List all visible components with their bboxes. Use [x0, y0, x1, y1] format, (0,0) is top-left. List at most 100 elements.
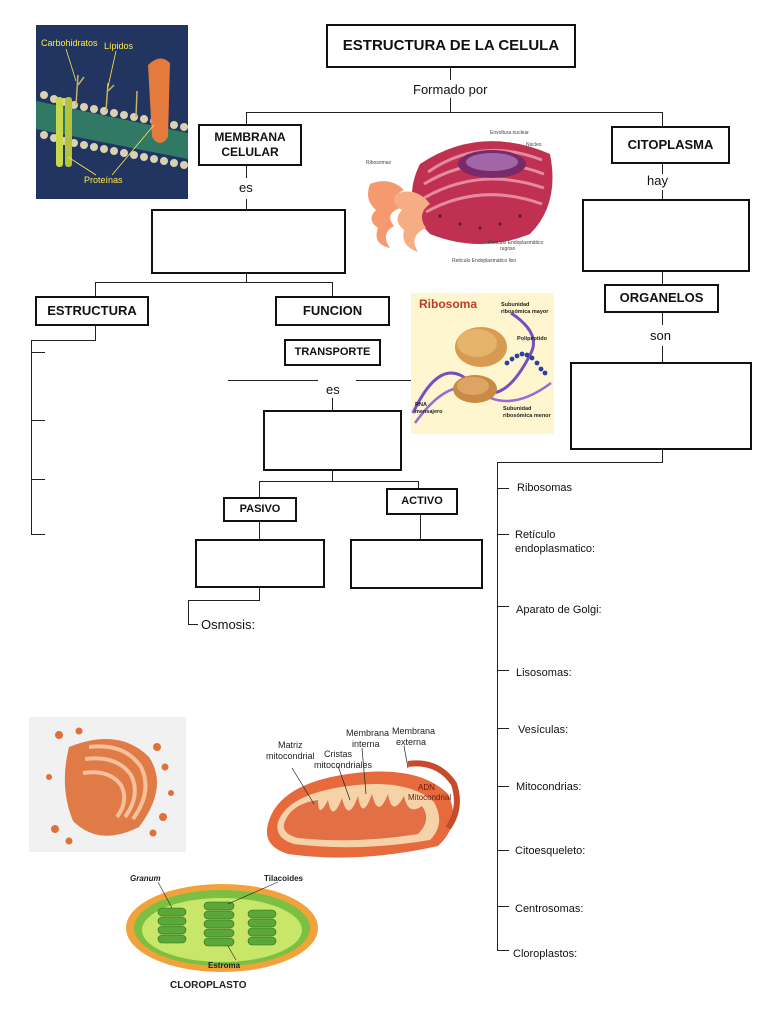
- organelos-label: ORGANELOS: [619, 290, 704, 306]
- connector: [332, 398, 333, 410]
- connector: [95, 326, 96, 340]
- estructura-label: ESTRUCTURA: [47, 302, 137, 318]
- connector: [259, 481, 419, 482]
- link-hay: hay: [647, 173, 668, 188]
- organelos-answer-box[interactable]: [570, 362, 752, 450]
- list-item: Ribosomas: [517, 482, 573, 494]
- connector: [246, 166, 247, 178]
- er-label-rel: Retículo Endoplasmático liso: [452, 258, 516, 264]
- connector: [259, 588, 260, 600]
- link-es-membrana: es: [239, 180, 253, 195]
- mito-label-cristas-1: Cristas: [324, 749, 353, 759]
- pasivo-box: PASIVO: [223, 497, 297, 522]
- membrane-illustration: Carbohidratos Lípidos Proteínas: [36, 25, 188, 199]
- connector: [450, 98, 451, 112]
- ribosome-rna-2: mensajero: [415, 409, 443, 415]
- connector: [662, 346, 663, 362]
- connector: [497, 728, 509, 729]
- ribosome-title: Ribosoma: [419, 297, 477, 311]
- connector: [188, 600, 260, 601]
- transporte-label: TRANSPORTE: [294, 345, 371, 358]
- connector: [188, 624, 198, 625]
- connector: [31, 340, 96, 341]
- chloro-label-granum: Granum: [130, 874, 161, 883]
- membrana-label-1: MEMBRANA: [214, 130, 286, 144]
- connector: [450, 68, 451, 80]
- funcion-box: FUNCION: [275, 296, 390, 326]
- organelos-box: ORGANELOS: [604, 284, 719, 313]
- connector: [188, 600, 189, 624]
- list-item: Retículo endoplasmatico:: [515, 529, 596, 556]
- er-illustration: Envoltura nuclear Núcleo Ribosomas Retíc…: [360, 124, 560, 268]
- page-title: ESTRUCTURA DE LA CELULA: [342, 36, 560, 54]
- activo-label: ACTIVO: [401, 494, 443, 507]
- activo-answer-box[interactable]: [350, 539, 483, 589]
- transporte-answer-box[interactable]: [263, 410, 402, 471]
- connector: [31, 479, 45, 480]
- mitochondria-illustration: Matriz mitocondrial Cristas mitocondrial…: [258, 724, 464, 864]
- ribosome-mayor-1: Subunidad: [501, 302, 529, 308]
- connector: [246, 112, 247, 124]
- connector: [662, 112, 663, 126]
- ribosome-menor-1: Subunidad: [503, 406, 531, 412]
- connector: [95, 282, 333, 283]
- connector: [497, 786, 509, 787]
- er-label-ribosomas: Ribosomas: [366, 160, 392, 166]
- connector: [497, 462, 663, 463]
- connector: [662, 272, 663, 284]
- connector: [497, 488, 509, 489]
- citoplasma-box: CITOPLASMA: [611, 126, 730, 164]
- membrana-box: MEMBRANA CELULAR: [198, 124, 302, 166]
- mito-label-adn-1: ADN: [418, 783, 435, 792]
- connector: [246, 274, 247, 282]
- citoplasma-answer-box[interactable]: [582, 199, 750, 272]
- pasivo-answer-box[interactable]: [195, 539, 325, 588]
- er-label-rer-2: rugoso: [500, 246, 516, 252]
- citoplasma-label: CITOPLASMA: [627, 136, 714, 152]
- connector: [497, 670, 509, 671]
- osmosis-label: Osmosis:: [201, 617, 256, 632]
- list-item: Vesículas:: [518, 724, 569, 736]
- membrana-answer-box[interactable]: [151, 209, 346, 274]
- er-label-rer-1: Retículo Endoplasmático: [488, 240, 544, 246]
- mito-label-interna-2: interna: [352, 739, 380, 749]
- connector: [259, 522, 260, 539]
- connector: [662, 164, 663, 174]
- connector: [497, 950, 509, 951]
- connector: [662, 450, 663, 462]
- chloro-caption: CLOROPLASTO: [170, 980, 247, 991]
- connector: [662, 190, 663, 199]
- connector: [228, 380, 318, 381]
- connector: [31, 420, 45, 421]
- list-item: Mitocondrias:: [516, 781, 582, 793]
- connector: [246, 199, 247, 209]
- list-item: Lisosomas:: [516, 667, 572, 679]
- ribosome-mayor-2: ribosómica mayor: [501, 309, 549, 315]
- link-es-transporte: es: [326, 382, 340, 397]
- connector: [31, 352, 45, 353]
- connector: [31, 534, 45, 535]
- connector: [95, 282, 96, 296]
- chloro-label-tilacoides: Tilacoides: [264, 874, 304, 883]
- connector: [259, 481, 260, 497]
- connector: [497, 606, 509, 607]
- membrane-label-carbohidratos: Carbohidratos: [41, 38, 98, 48]
- er-label-envoltura: Envoltura nuclear: [490, 130, 529, 136]
- mito-label-interna-1: Membrana: [346, 728, 389, 738]
- connector: [332, 471, 333, 481]
- estructura-box: ESTRUCTURA: [35, 296, 149, 326]
- mito-label-externa-2: externa: [396, 737, 426, 747]
- connector: [356, 380, 414, 381]
- title-box: ESTRUCTURA DE LA CELULA: [326, 24, 576, 68]
- er-label-nucleo: Núcleo: [526, 142, 542, 148]
- pasivo-label: PASIVO: [239, 502, 281, 515]
- membrana-label-2: CELULAR: [221, 145, 279, 159]
- connector: [662, 313, 663, 325]
- connector: [497, 850, 509, 851]
- connector: [497, 906, 509, 907]
- ribosome-menor-2: ribosómica menor: [503, 413, 552, 419]
- mito-label-cristas-2: mitocondriales: [314, 760, 373, 770]
- mito-label-adn-2: Mitocondrial: [408, 793, 451, 802]
- mito-label-externa-1: Membrana: [392, 726, 435, 736]
- chloro-label-estroma: Estroma: [208, 961, 241, 970]
